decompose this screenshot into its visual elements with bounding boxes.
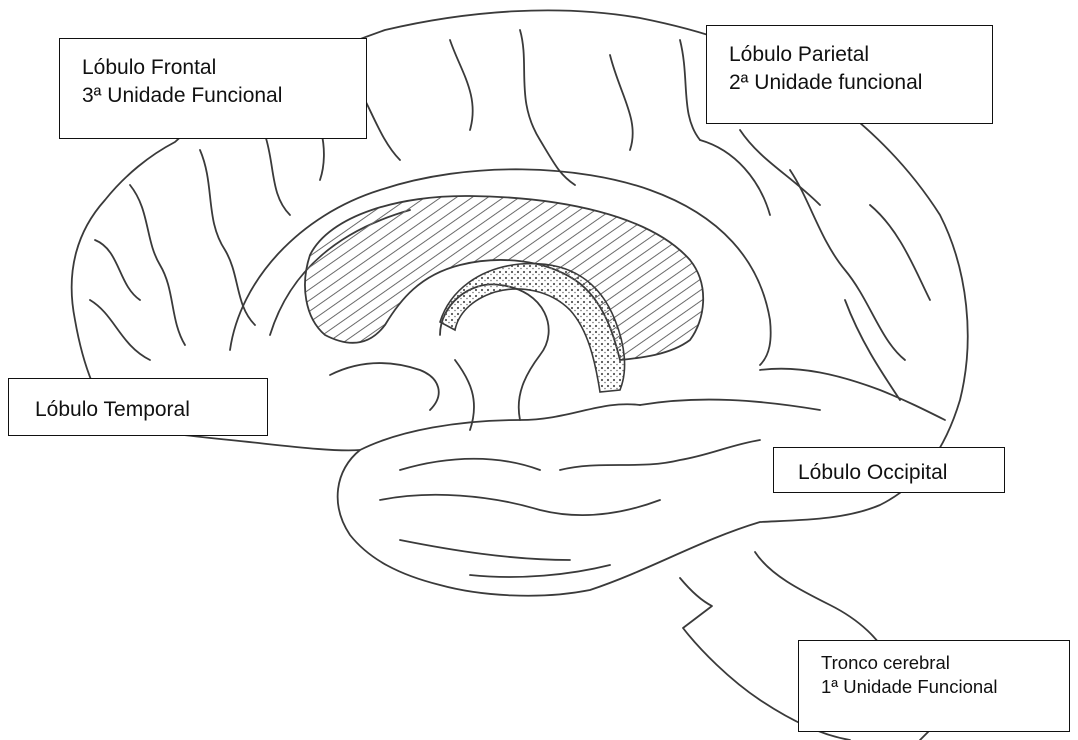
label-occipital-lobe-title: Lóbulo Occipital	[798, 459, 1004, 487]
label-occipital-lobe: Lóbulo Occipital	[773, 447, 1005, 493]
label-brainstem: Tronco cerebral 1ª Unidade Funcional	[798, 640, 1070, 732]
label-parietal-lobe: Lóbulo Parietal 2ª Unidade funcional	[706, 25, 993, 124]
label-frontal-lobe-unit: 3ª Unidade Funcional	[82, 82, 366, 110]
label-frontal-lobe: Lóbulo Frontal 3ª Unidade Funcional	[59, 38, 367, 139]
label-frontal-lobe-title: Lóbulo Frontal	[82, 54, 366, 82]
label-temporal-lobe-title: Lóbulo Temporal	[35, 396, 267, 424]
label-parietal-lobe-unit: 2ª Unidade funcional	[729, 69, 992, 97]
label-brainstem-unit: 1ª Unidade Funcional	[821, 675, 1069, 699]
label-brainstem-title: Tronco cerebral	[821, 651, 1069, 675]
label-temporal-lobe: Lóbulo Temporal	[8, 378, 268, 436]
label-parietal-lobe-title: Lóbulo Parietal	[729, 41, 992, 69]
